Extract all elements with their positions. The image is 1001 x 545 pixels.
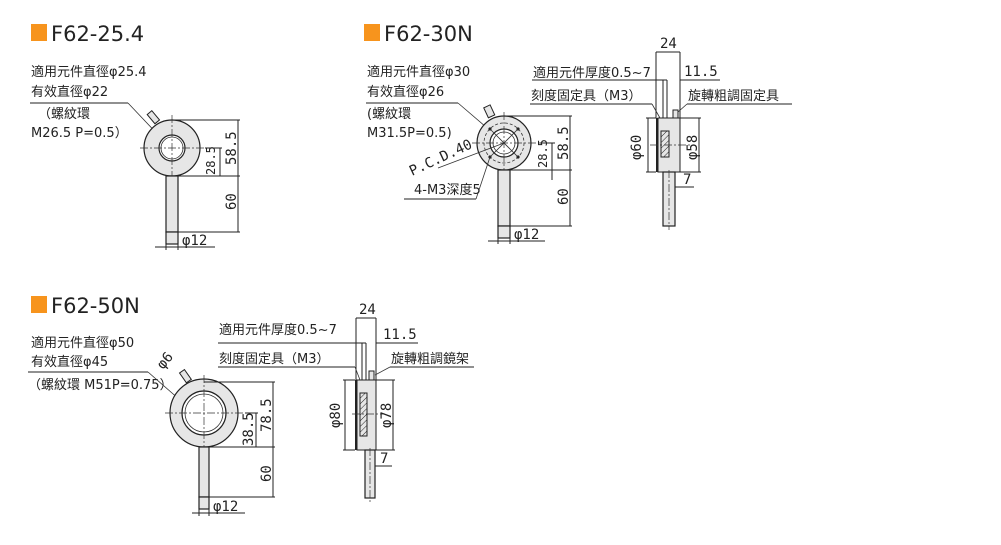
post-rod	[497, 169, 511, 227]
dim-outer-diameter: φ80	[328, 403, 344, 428]
model-title: F62-50N	[51, 294, 140, 318]
dim-outer-diameter: φ60	[629, 135, 645, 160]
thickness-label: 適用元件厚度0.5~7	[219, 322, 337, 338]
thread-spec-label: M26.5 P=0.5）	[31, 126, 128, 141]
model-f62-25-4: F62-25.4 適用元件直徑φ25.4 有效直徑φ22 （螺紋環 M26.5 …	[30, 22, 240, 250]
model-swatch	[364, 24, 380, 41]
post-rod-end	[198, 496, 210, 510]
thread-spec-label: M31.5P=0.5)	[367, 126, 452, 141]
element-diameter-label: 適用元件直徑φ25.4	[31, 64, 147, 80]
thread-section	[660, 130, 670, 158]
dim-rod-diameter: φ12	[213, 499, 238, 515]
model-swatch	[31, 24, 47, 41]
thickness-label: 適用元件厚度0.5~7	[533, 65, 651, 81]
rotation-screw	[672, 109, 679, 119]
dim-screw-diameter: φ6	[154, 349, 177, 372]
model-title: F62-30N	[384, 22, 473, 46]
scale-fixture-label: 刻度固定具（M3）	[219, 351, 330, 367]
model-swatch	[31, 296, 47, 313]
element-diameter-label: 適用元件直徑φ50	[31, 335, 134, 351]
dim-rod-diameter: φ12	[514, 227, 539, 243]
dim-rod-offset: 7	[683, 172, 691, 188]
dim-rod-diameter: φ12	[182, 233, 207, 249]
dim-offset: 11.5	[383, 327, 417, 343]
effective-diameter-label: 有效直徑φ26	[367, 85, 444, 100]
thread-ring-label: （螺紋環	[38, 107, 90, 122]
side-view: 24 適用元件厚度0.5~7 11.5 刻度固定具（M3） 旋轉粗調鏡架	[218, 302, 474, 503]
dim-total-height: 58.5	[224, 131, 240, 165]
dim-center-height: 38.5	[241, 412, 257, 446]
dim-rod-length: 60	[259, 465, 275, 482]
dim-offset: 11.5	[684, 64, 718, 80]
side-view: 24 適用元件厚度0.5~7 11.5 刻度固定具（M3） 旋轉粗調固定具	[530, 36, 792, 230]
model-f62-30n: F62-30N 適用元件直徑φ30 有效直徑φ26 (螺紋環 M31.5P=0.…	[364, 22, 792, 244]
thread-ring-label: （螺紋環 M51P=0.75）	[28, 378, 173, 393]
post-rod-end	[165, 231, 179, 245]
dim-rod-offset: 7	[380, 451, 388, 467]
rotation-fixture-label: 旋轉粗調鏡架	[391, 352, 469, 367]
set-screw	[178, 368, 193, 384]
rotation-screw	[368, 370, 375, 381]
model-f62-50n: F62-50N 適用元件直徑φ50 有效直徑φ45 （螺紋環 M51P=0.75…	[28, 294, 474, 516]
scale-fixture-label: 刻度固定具（M3）	[531, 88, 642, 104]
dim-total-height: 58.5	[556, 126, 572, 160]
dim-center-height: 28.5	[204, 146, 218, 175]
rotation-fixture-label: 旋轉粗調固定具	[688, 89, 779, 104]
set-screw	[146, 110, 161, 125]
set-screw	[483, 104, 496, 119]
dim-rod-length: 60	[556, 188, 572, 205]
dim-total-height: 78.5	[259, 398, 275, 432]
dim-width: 24	[359, 302, 376, 318]
post-rod-end	[497, 225, 511, 239]
effective-diameter-label: 有效直徑φ45	[31, 355, 108, 370]
post-rod	[165, 175, 179, 233]
dim-inner-diameter: φ78	[379, 403, 395, 428]
dim-inner-diameter: φ58	[685, 135, 701, 160]
dim-width: 24	[660, 36, 677, 52]
dim-rod-length: 60	[224, 193, 240, 210]
effective-diameter-label: 有效直徑φ22	[31, 85, 108, 100]
dim-center-height: 28.5	[536, 139, 550, 168]
tapped-holes-label: 4-M3深度5	[414, 182, 481, 198]
post-rod	[198, 446, 210, 498]
model-title: F62-25.4	[51, 22, 144, 46]
element-diameter-label: 適用元件直徑φ30	[367, 64, 470, 80]
thread-ring-label: (螺紋環	[367, 107, 411, 122]
thread-section	[359, 392, 368, 437]
